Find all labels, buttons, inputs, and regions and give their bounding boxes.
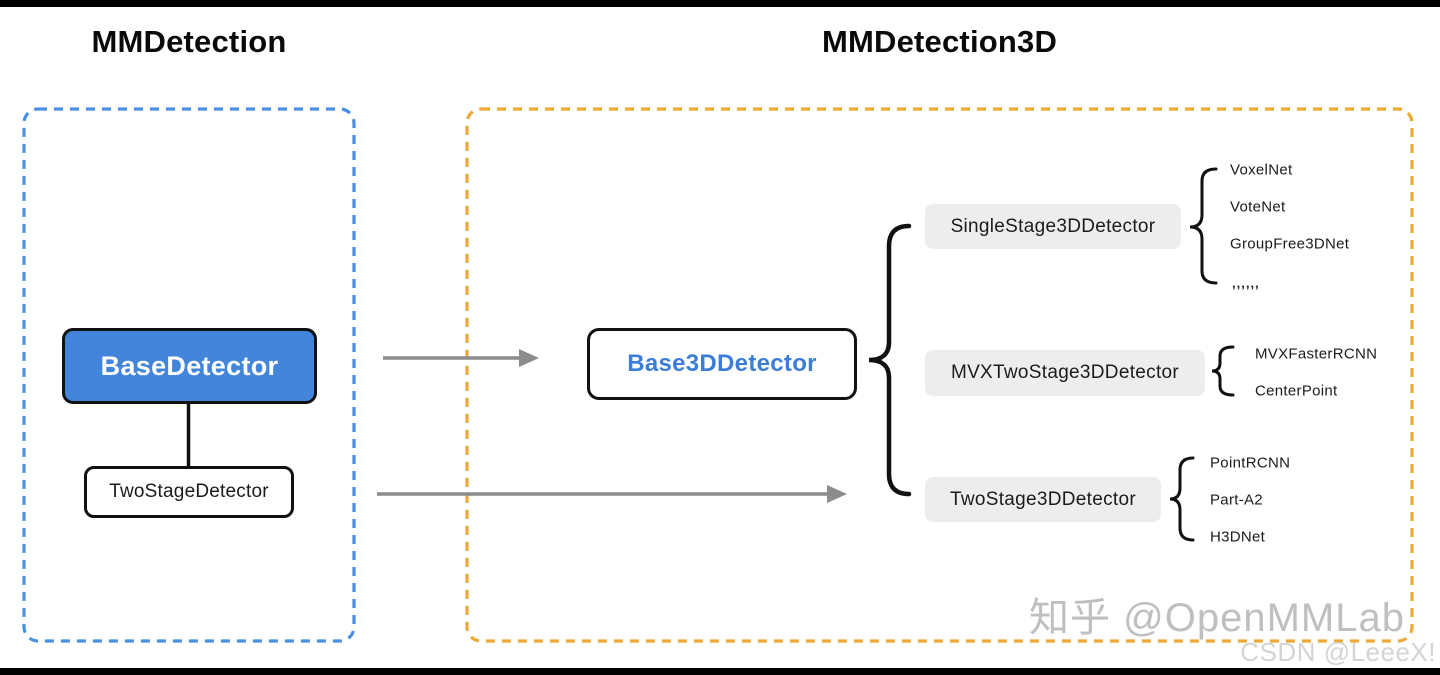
two-stage-detector-node: TwoStageDetector (84, 466, 294, 518)
mvx-two-stage3d-detector-node: MVXTwoStage3DDetector (925, 350, 1205, 396)
model-h3dnet: H3DNet (1210, 528, 1266, 546)
mmdetection3d-panel-border (465, 107, 1414, 643)
two-stage-arrow-head (827, 485, 847, 503)
model-parta2: Part-A2 (1210, 491, 1263, 509)
mmdetection-panel-border (22, 107, 356, 643)
top-border-bar (0, 0, 1440, 7)
base-detector-label: BaseDetector (100, 350, 279, 381)
base-detector-node: BaseDetector (62, 328, 317, 404)
zhihu-openmmlab-watermark: 知乎 @OpenMMLab (1029, 596, 1405, 640)
model-ellipsis: ,,,,,, (1232, 275, 1260, 291)
two-stage3d-detector-label: TwoStage3DDetector (950, 488, 1136, 510)
base-detector-arrow-head (519, 349, 539, 367)
model-mvxfasterrcnn: MVXFasterRCNN (1255, 345, 1378, 363)
mvx-curly-brace (1211, 345, 1235, 397)
model-groupfree3dnet: GroupFree3DNet (1230, 235, 1350, 253)
base3d-curly-brace (868, 223, 912, 497)
single-stage3d-detector-label: SingleStage3DDetector (950, 215, 1156, 237)
model-centerpoint: CenterPoint (1255, 382, 1338, 400)
base3d-detector-node: Base3DDetector (587, 328, 857, 400)
single-stage3d-detector-node: SingleStage3DDetector (925, 204, 1181, 249)
two-stage-detector-label: TwoStageDetector (109, 481, 269, 502)
bottom-border-bar (0, 668, 1440, 675)
mmdetection3d-title: MMDetection3D (821, 24, 1058, 59)
model-voxelnet: VoxelNet (1230, 161, 1293, 179)
model-votenet: VoteNet (1230, 198, 1286, 216)
csdn-watermark: CSDN @LeeeX! (1240, 637, 1436, 667)
single-stage-curly-brace (1189, 167, 1218, 285)
mvx-two-stage3d-detector-label: MVXTwoStage3DDetector (950, 362, 1180, 383)
two-stage3d-detector-node: TwoStage3DDetector (925, 477, 1161, 522)
two-stage3d-curly-brace (1169, 456, 1195, 542)
base3d-detector-label: Base3DDetector (627, 350, 817, 377)
mmdetection-title: MMDetection (91, 24, 287, 59)
model-pointrcnn: PointRCNN (1210, 454, 1291, 472)
